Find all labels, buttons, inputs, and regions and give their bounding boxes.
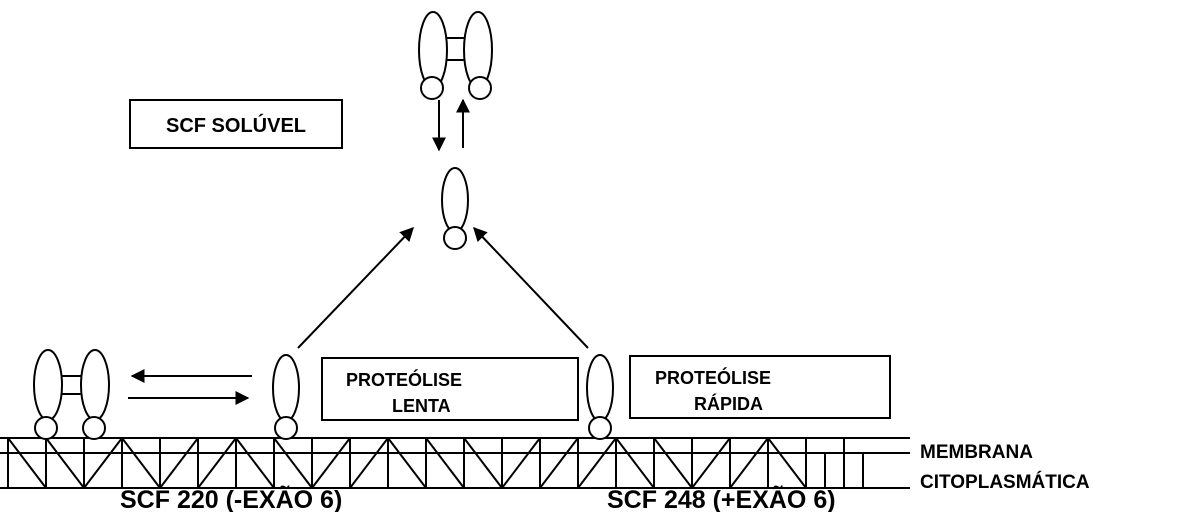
monomer-scf220 [273,355,299,439]
membrane-diagonal [46,438,84,488]
soluble-monomer [442,168,468,249]
monomer-248-anchor [589,417,611,439]
monomer-220-oval [273,355,299,421]
membrane-diagonal [8,438,46,488]
membrane-diagonal [84,438,122,488]
membrane-label-2: CITOPLASMÁTICA [920,471,1090,493]
slow-proteolysis-label-2: LENTA [392,396,451,416]
soluble-monomer-oval [442,168,468,232]
slow-proteolysis-arrow [298,228,413,348]
membrane-diagonal [122,438,160,488]
membrane-diagonal [198,438,236,488]
monomer-220-anchor [275,417,297,439]
membrane-diagonal [768,438,806,488]
dimer-left-anchor [35,417,57,439]
fast-proteolysis-label-1: PROTEÓLISE [655,367,771,388]
soluble-monomer-circle [444,227,466,249]
membrane-dimer [34,350,109,439]
soluble-dimer-left-circle [421,77,443,99]
membrane-diagonal [312,438,350,488]
membrane-diagonal [730,438,768,488]
membrane-diagonal [236,438,274,488]
membrane-diagonal [540,438,578,488]
membrane-hatch-pattern [8,438,863,488]
fast-proteolysis-label-2: RÁPIDA [694,393,763,414]
membrane-diagonal [692,438,730,488]
soluble-label-box: SCF SOLÚVEL [130,100,342,148]
soluble-label: SCF SOLÚVEL [166,113,306,137]
monomer-248-oval [587,355,613,421]
membrane-diagonal [426,438,464,488]
isoform-220-label: SCF 220 (-EXÃO 6) [120,484,342,512]
soluble-dimer [419,12,492,99]
cell-membrane [0,438,910,488]
membrane-diagonal [502,438,540,488]
dimer-left-oval [34,350,62,420]
isoform-248-label: SCF 248 (+EXÃO 6) [607,484,836,512]
membrane-diagonal [616,438,654,488]
membrane-diagonal [654,438,692,488]
slow-proteolysis-box: PROTEÓLISE LENTA [322,358,578,420]
fast-proteolysis-arrow [474,228,588,348]
membrane-diagonal [350,438,388,488]
dimer-right-anchor [83,417,105,439]
membrane-diagonal [578,438,616,488]
dimer-right-oval [81,350,109,420]
membrane-diagonal [464,438,502,488]
soluble-dimer-right-circle [469,77,491,99]
fast-proteolysis-box: PROTEÓLISE RÁPIDA [630,356,890,418]
slow-proteolysis-label-1: PROTEÓLISE [346,369,462,390]
monomer-scf248 [587,355,613,439]
membrane-diagonal [160,438,198,488]
membrane-label-1: MEMBRANA [920,442,1033,463]
membrane-diagonal [388,438,426,488]
membrane-diagonal [274,438,312,488]
